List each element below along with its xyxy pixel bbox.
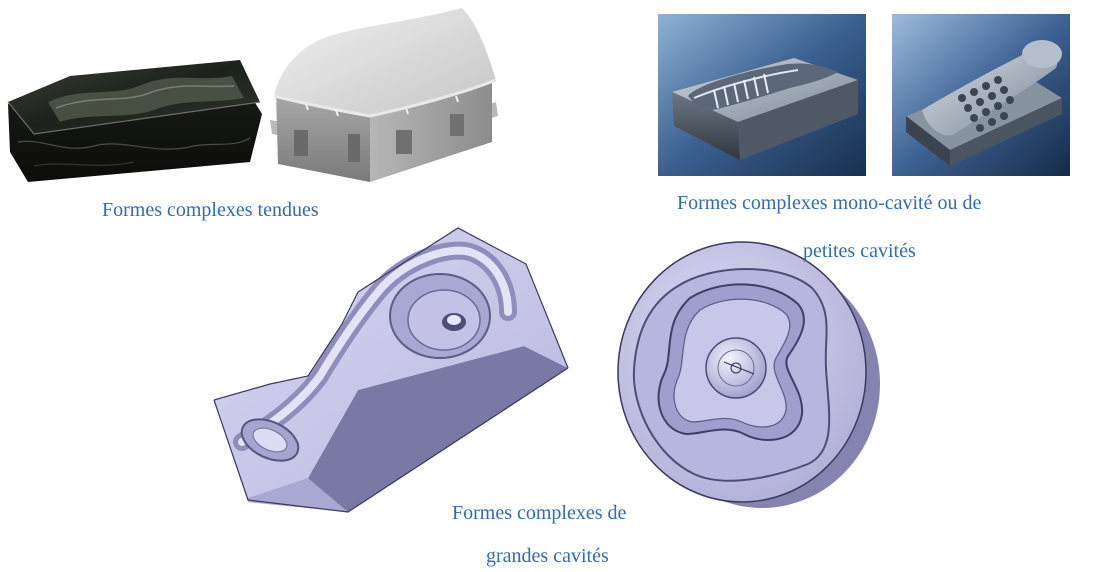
dark-stone-mold-photo [4, 42, 264, 184]
caption-mono-cavity-line-1: Formes complexes mono-cavité ou de [677, 192, 982, 214]
caption-tense-forms: Formes complexes tendues [102, 199, 319, 221]
caption-mono-cavity-line-2: petites cavités [803, 240, 916, 262]
caption-large-cavities-line-1: Formes complexes de [452, 502, 627, 524]
bottle-mold-photo [658, 14, 866, 176]
lever-cavity-part-render [208, 216, 582, 520]
grey-cushion-mold-render [266, 2, 508, 190]
round-three-lobe-cavity-render [612, 238, 882, 510]
phone-mold-photo [892, 14, 1070, 176]
caption-large-cavities-line-2: grandes cavités [486, 545, 609, 567]
